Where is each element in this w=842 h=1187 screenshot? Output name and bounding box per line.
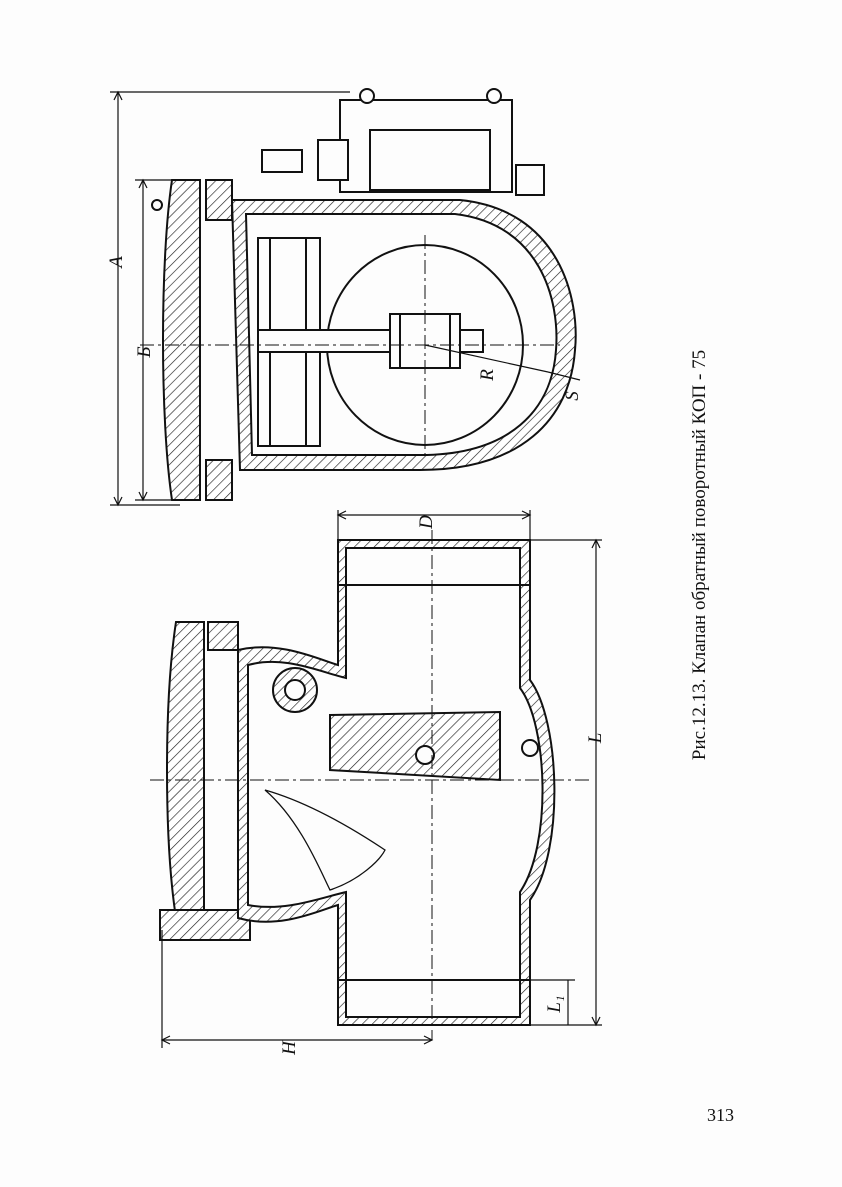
- upper-flange-bolt-bottom: [206, 460, 232, 500]
- upper-flange-bolt-top: [206, 180, 232, 220]
- page-number: 313: [707, 1105, 734, 1126]
- figure-caption: Рис.12.13. Клапан обратный поворотный КО…: [689, 350, 711, 760]
- lower-body-inner: [248, 548, 543, 1017]
- dim-label-b: Б: [134, 346, 155, 358]
- dim-label-a: A: [106, 256, 127, 270]
- dim-label-l: L: [585, 733, 606, 745]
- dim-label-h: H: [279, 1040, 300, 1056]
- lower-view-drawing: [150, 530, 590, 1040]
- lower-disc: [330, 712, 500, 780]
- dim-label-r: R: [477, 369, 498, 382]
- upper-view-drawing: [140, 89, 580, 500]
- dim-label-l1: L₁: [544, 995, 565, 1013]
- upper-flange: [163, 180, 200, 500]
- dim-label-d: D: [416, 515, 437, 530]
- dim-label-s: S: [562, 391, 583, 401]
- lower-bolt: [160, 910, 250, 940]
- lower-flange: [167, 622, 204, 918]
